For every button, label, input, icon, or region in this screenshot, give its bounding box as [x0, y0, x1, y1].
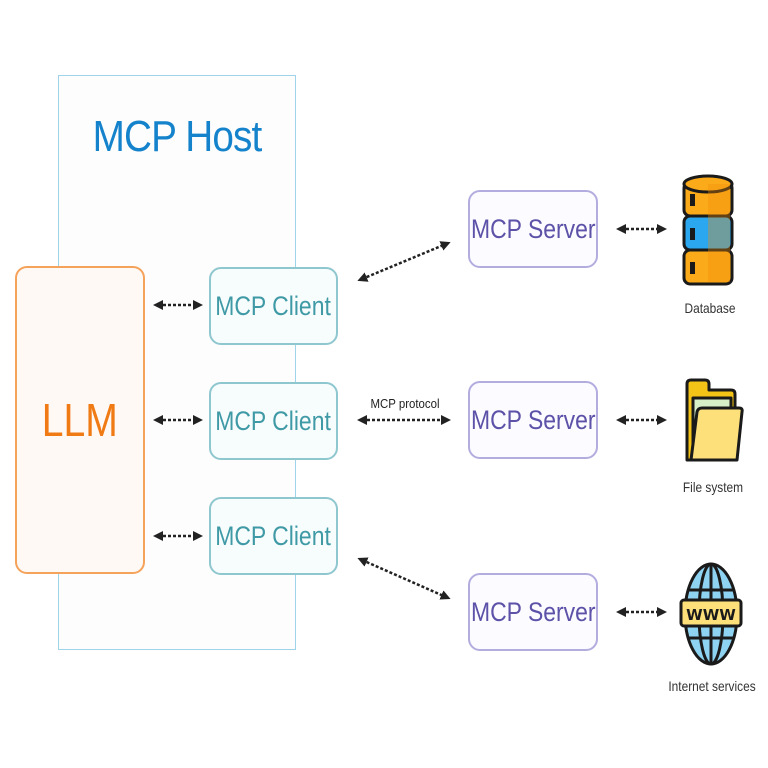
mcp-client-label: MCP Client	[215, 520, 332, 551]
globe-www-text: WWW	[686, 606, 736, 624]
database-label: Database	[684, 300, 736, 316]
mcp-client-label: MCP Client	[215, 290, 332, 321]
database-icon	[682, 174, 734, 286]
mcp-client-2: MCP Client	[209, 382, 338, 460]
internet-services-label: Internet services	[668, 678, 756, 694]
mcp-server-2: MCP Server	[468, 381, 598, 459]
file-system-label: File system	[682, 479, 744, 495]
llm-box: LLM	[15, 266, 145, 574]
mcp-protocol-label: MCP protocol	[370, 396, 440, 411]
folder-icon	[685, 378, 744, 462]
mcp-server-label: MCP Server	[470, 404, 596, 435]
globe-www-icon: WWW	[679, 562, 743, 666]
client-server-1-arrow	[357, 241, 451, 282]
mcp-client-1: MCP Client	[209, 267, 338, 345]
mcp-server-label: MCP Server	[470, 596, 596, 627]
mcp-server-3: MCP Server	[468, 573, 598, 651]
client-server-3-arrow	[357, 557, 451, 600]
mcp-client-label: MCP Client	[215, 405, 332, 436]
llm-label: LLM	[41, 394, 119, 446]
mcp-server-1: MCP Server	[468, 190, 598, 268]
mcp-server-label: MCP Server	[470, 213, 596, 244]
mcp-host-title: MCP Host	[92, 112, 263, 161]
mcp-client-3: MCP Client	[209, 497, 338, 575]
